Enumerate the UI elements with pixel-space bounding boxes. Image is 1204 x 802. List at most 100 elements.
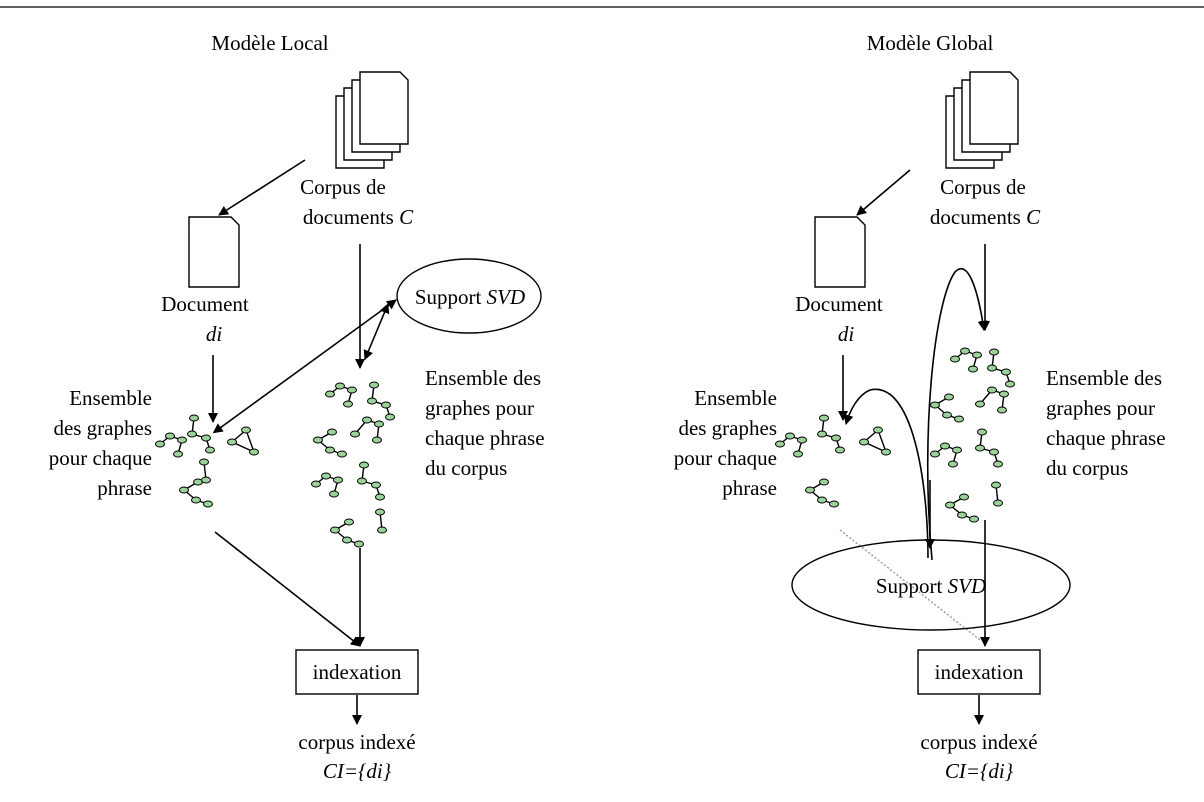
graph-node <box>191 496 201 504</box>
local-graphs-corpus-3: chaque phrase <box>425 426 545 450</box>
graph-node <box>335 382 345 390</box>
global-indexation-label: indexation <box>935 660 1024 684</box>
graph-node <box>350 430 360 438</box>
graph-node <box>362 416 372 424</box>
graph-node <box>993 499 1003 507</box>
global-graphs-corpus-1: Ensemble des <box>1046 366 1162 390</box>
graph-node <box>187 430 197 438</box>
global-corpus-icon <box>945 71 1019 169</box>
local-graphs-corpus-4: du corpus <box>425 456 507 480</box>
global-arrow-corpus-to-doc <box>856 169 911 216</box>
mini-graph <box>775 432 807 458</box>
global-graphs-corpus-3: chaque phrase <box>1046 426 1166 450</box>
graph-node <box>999 390 1009 398</box>
mini-graph <box>859 426 891 456</box>
graph-node <box>205 446 215 454</box>
graph-node <box>960 347 970 355</box>
local-result-formula: CI={di} <box>323 759 392 783</box>
graph-node <box>989 448 999 456</box>
global-document-icon <box>814 216 866 288</box>
mini-graph <box>950 347 982 373</box>
mini-graph <box>155 432 187 458</box>
local-document-var: di <box>206 322 223 346</box>
mini-graph <box>325 382 357 408</box>
graph-node <box>325 390 335 398</box>
graph-node <box>241 426 251 434</box>
mini-graph <box>311 472 343 498</box>
graph-node <box>313 436 323 444</box>
graph-node <box>329 490 339 498</box>
graph-node <box>948 460 958 468</box>
mini-graph <box>313 428 347 458</box>
global-graphs-doc-2: des graphes <box>678 416 777 440</box>
local-corpus-graph-set <box>311 381 395 548</box>
graph-node <box>249 448 259 456</box>
local-corpus-icon <box>335 71 409 169</box>
graph-node <box>989 348 999 356</box>
graph-node <box>975 400 985 408</box>
graph-node <box>831 434 841 442</box>
graph-node <box>201 476 211 484</box>
graph-node <box>940 442 950 450</box>
graph-node <box>385 413 395 421</box>
graph-node <box>330 526 340 534</box>
graph-node <box>371 481 381 489</box>
mini-graph <box>179 478 213 508</box>
local-corpus-label-1: Corpus de <box>300 175 386 199</box>
graph-node <box>321 472 331 480</box>
graph-node <box>367 397 377 405</box>
graph-node <box>930 450 940 458</box>
graph-edge <box>877 429 887 453</box>
global-title: Modèle Global <box>867 31 994 55</box>
graph-node <box>952 446 962 454</box>
graph-node <box>344 518 354 526</box>
local-graphs-doc-3: pour chaque <box>49 446 152 470</box>
local-support-ellipse <box>396 258 542 334</box>
graph-node <box>817 430 827 438</box>
global-corpus-label-2: documents C <box>930 205 1041 229</box>
mini-graph <box>367 381 395 421</box>
graph-node <box>993 460 1003 468</box>
graph-node <box>359 461 369 469</box>
global-support-label: Support SVD <box>876 574 986 598</box>
graph-node <box>177 436 187 444</box>
mini-graph <box>199 458 211 484</box>
global-corpus-graph-set <box>930 347 1015 523</box>
graph-node <box>189 414 199 422</box>
global-corpus-label-1: Corpus de <box>940 175 1026 199</box>
graph-edge <box>245 429 255 453</box>
graph-node <box>375 493 385 501</box>
graph-node <box>377 526 387 534</box>
local-arrow-support-doc <box>212 299 397 434</box>
global-graphs-doc-4: phrase <box>722 476 777 500</box>
graph-node <box>199 458 209 466</box>
graph-node <box>325 446 335 454</box>
local-indexation-label: indexation <box>313 660 402 684</box>
graph-node <box>977 428 987 436</box>
mini-graph <box>930 393 964 423</box>
graph-node <box>343 400 353 408</box>
graph-node <box>987 386 997 394</box>
global-result-formula: CI={di} <box>945 759 1014 783</box>
graph-node <box>357 477 367 485</box>
global-graphs-doc-1: Ensemble <box>694 386 777 410</box>
graph-node <box>354 540 364 548</box>
local-arrow-graphs-to-index <box>214 531 361 647</box>
graph-node <box>991 481 1001 489</box>
graph-node <box>945 501 955 509</box>
graph-node <box>972 351 982 359</box>
mini-graph <box>945 493 979 523</box>
graph-node <box>957 511 967 519</box>
graph-node <box>155 440 165 448</box>
global-model: Modèle Global Corpus de documents C Docu… <box>674 31 1166 783</box>
global-arrow-svd-to-corpus-graphs <box>926 268 988 561</box>
local-support-label: Support SVD <box>415 285 525 309</box>
global-graphs-corpus-2: graphes pour <box>1046 396 1155 420</box>
mini-graph <box>227 426 259 456</box>
graph-node <box>333 476 343 484</box>
graph-node <box>944 393 954 401</box>
mini-graph <box>805 478 839 508</box>
global-document-label: Document <box>795 292 883 316</box>
graph-node <box>173 450 183 458</box>
graph-node <box>954 415 964 423</box>
